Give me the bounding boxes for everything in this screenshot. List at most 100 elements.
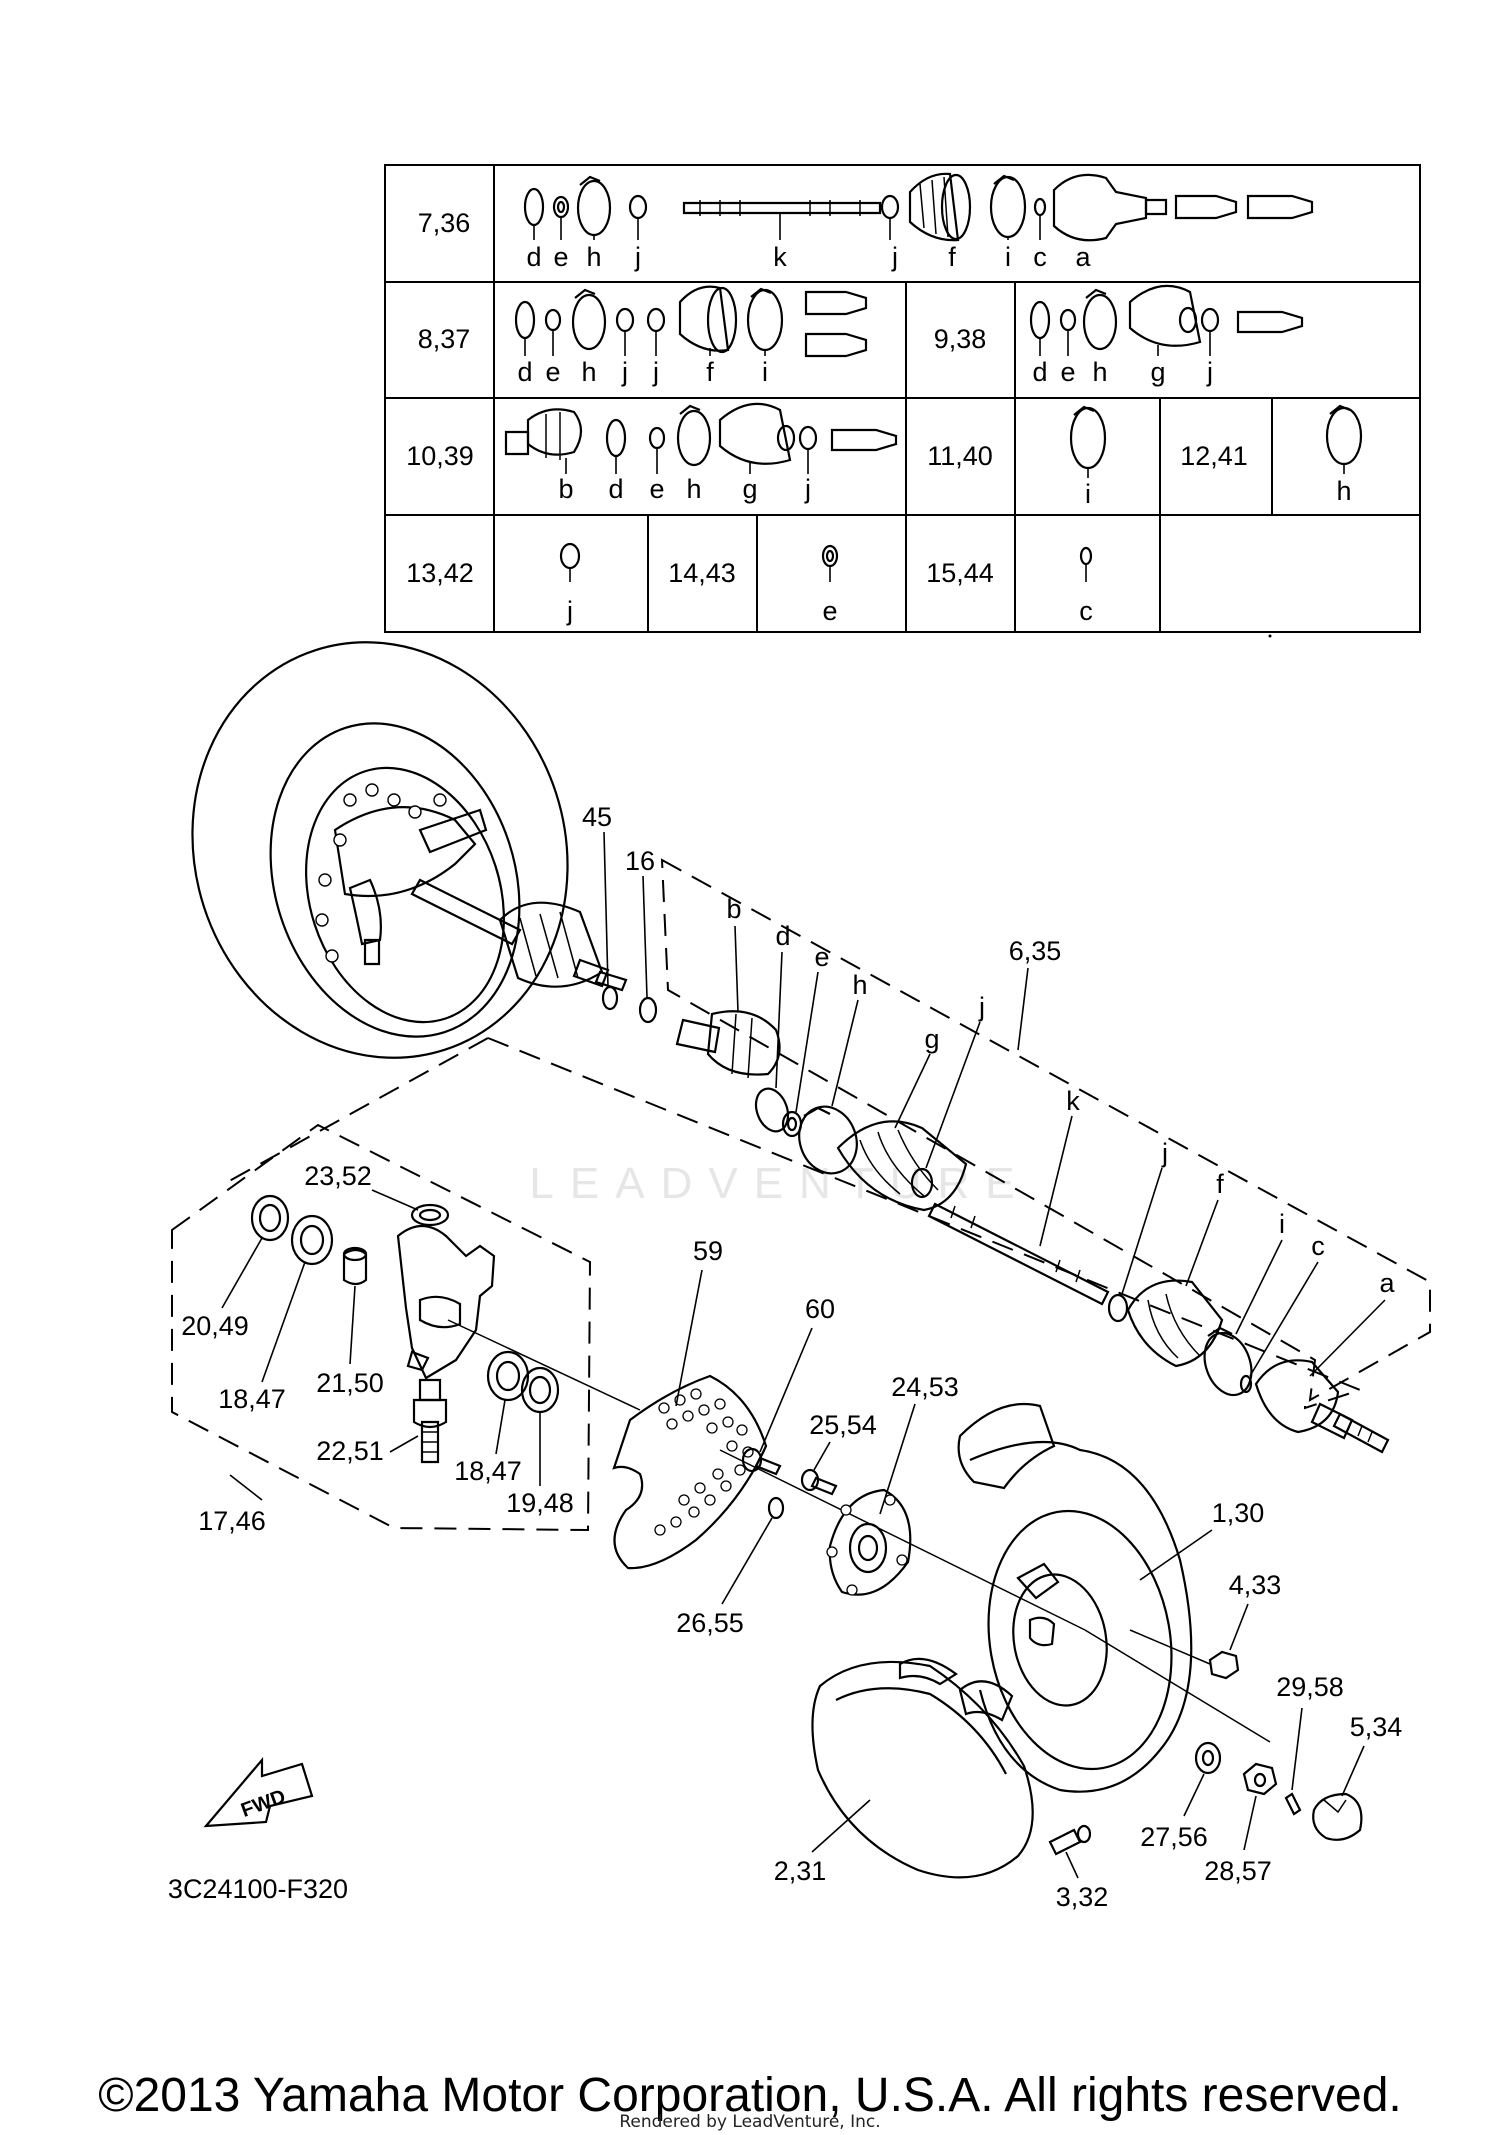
part-letter: e [1060, 357, 1075, 387]
callout-25-54: 25,54 [809, 1410, 877, 1440]
part-19-48-seal: 19,48 [506, 1366, 574, 1518]
part-letter: g [742, 474, 757, 504]
callout-21-50: 21,50 [316, 1368, 384, 1398]
table-row-label: 14,43 [668, 558, 736, 588]
part-29-58-cotter-pin: 29,58 [1276, 1672, 1344, 1816]
part-letter: e [545, 357, 560, 387]
part-23-52-washer: 23,52 [304, 1161, 450, 1227]
callout-g: g [924, 1024, 939, 1054]
part-letter: c [1033, 242, 1047, 272]
part-60-bolt: 60 [741, 1294, 835, 1476]
part-1-30-wheel: 1,30 [957, 1402, 1264, 1793]
part-59-brake-disc: 59 [612, 1236, 768, 1570]
part-letter: f [948, 242, 956, 272]
callout-16: 16 [625, 846, 655, 876]
cv-joint-a: a [1254, 1268, 1395, 1454]
part-letter: j [634, 242, 641, 272]
table-row-11-40-parts: i [1069, 405, 1107, 509]
part-24-53-hub: 24,53 [826, 1372, 959, 1596]
part-16-clip: 16 [625, 846, 658, 1024]
part-letter: j [804, 474, 811, 504]
part-letter: c [1079, 596, 1093, 626]
table-row-9-38-parts: d e h g j [1029, 284, 1304, 387]
table-row-label: 9,38 [934, 324, 987, 354]
callout-23-52: 23,52 [304, 1161, 372, 1191]
part-letter: j [652, 357, 659, 387]
part-letter: i [762, 357, 768, 387]
part-letter: h [581, 357, 596, 387]
callout-e: e [814, 942, 829, 972]
table-row-label: 10,39 [406, 441, 474, 471]
part-letter: g [1150, 357, 1165, 387]
table-row-10-39-parts: b d e h g j [504, 402, 898, 504]
reference-table: 7,36 8,37 9,38 10,39 11,40 12,41 13,42 1… [384, 164, 1421, 633]
part-3-32-valve: 3,32 [1048, 1824, 1108, 1912]
part-18-47-bearing-a: 18,47 [218, 1214, 334, 1414]
callout-26-55: 26,55 [676, 1608, 744, 1638]
part-letter: e [553, 242, 568, 272]
part-27-56-washer: 27,56 [1140, 1741, 1222, 1852]
callout-19-48: 19,48 [506, 1488, 574, 1518]
table-row-label: 13,42 [406, 558, 474, 588]
part-4-33-nut: 4,33 [1129, 1570, 1281, 1680]
part-letter: h [686, 474, 701, 504]
part-letter: i [1005, 242, 1011, 272]
steering-knuckle [396, 1224, 496, 1380]
callout-20-49: 20,49 [181, 1311, 249, 1341]
table-row-label: 11,40 [927, 441, 993, 471]
callout-b: b [726, 894, 741, 924]
callout-d: d [775, 921, 790, 951]
fwd-arrow-icon: FWD [203, 1757, 314, 1828]
part-45-clip: 45 [582, 802, 619, 1011]
knuckle-group-boundary [171, 1123, 592, 1532]
part-letter: b [558, 474, 573, 504]
part-letter: h [586, 242, 601, 272]
callout-6-35: 6,35 [1009, 936, 1062, 966]
part-letter: k [773, 242, 787, 272]
callout-i: i [1279, 1209, 1285, 1239]
part-letter: d [1032, 357, 1047, 387]
callout-f: f [1216, 1169, 1224, 1199]
stray-dot [1268, 634, 1272, 638]
part-letter: j [566, 596, 573, 626]
callout-28-57: 28,57 [1204, 1856, 1272, 1886]
table-row-12-41-parts: h [1325, 404, 1363, 506]
diagram-code: 3C24100-F320 [168, 1874, 348, 1904]
part-2-31-tire: 2,31 [774, 1657, 1034, 1886]
table-row-7-36-parts: d e h j k j f i c a [523, 172, 1314, 272]
part-letter: d [526, 242, 541, 272]
part-21-50-collar: 21,50 [316, 1246, 384, 1398]
callout-h: h [852, 970, 867, 1000]
boot-f: f [1126, 1169, 1224, 1368]
part-letter: f [706, 357, 714, 387]
part-letter: e [649, 474, 664, 504]
table-row-8-37-parts: d e h j j f i [514, 285, 868, 387]
callout-27-56: 27,56 [1140, 1822, 1208, 1852]
part-letter: d [517, 357, 532, 387]
callout-a: a [1379, 1268, 1395, 1298]
callout-17-46: 17,46 [198, 1506, 266, 1536]
callout-45: 45 [582, 802, 612, 832]
table-row-13-42-parts: j [559, 542, 581, 626]
table-row-label: 8,37 [418, 324, 471, 354]
callout-18-47-a: 18,47 [218, 1384, 286, 1414]
band-j-1: j [910, 992, 985, 1199]
table-row-label: 12,41 [1180, 441, 1248, 471]
callout-24-53: 24,53 [891, 1372, 959, 1402]
callout-59: 59 [693, 1236, 723, 1266]
shaft-k: k [927, 1086, 1110, 1306]
part-5-34-cap: 5,34 [1312, 1712, 1402, 1841]
assembly-6-35-boundary [660, 858, 1431, 1402]
part-letter: j [891, 242, 898, 272]
circlip-d: d [754, 921, 791, 1133]
band-i: i [1203, 1209, 1285, 1397]
watermark-text: LEADVENTURE [529, 1159, 1030, 1208]
part-letter: a [1075, 242, 1091, 272]
part-18-47-bearing-b: 18,47 [454, 1350, 530, 1486]
table-row-14-43-parts: e [821, 544, 839, 626]
callout-18-47-b: 18,47 [454, 1456, 522, 1486]
part-20-49-seal: 20,49 [181, 1194, 290, 1341]
table-row-label: 7,36 [418, 208, 471, 238]
hub-area-boundary [487, 1037, 1363, 1410]
part-letter: j [1206, 357, 1213, 387]
